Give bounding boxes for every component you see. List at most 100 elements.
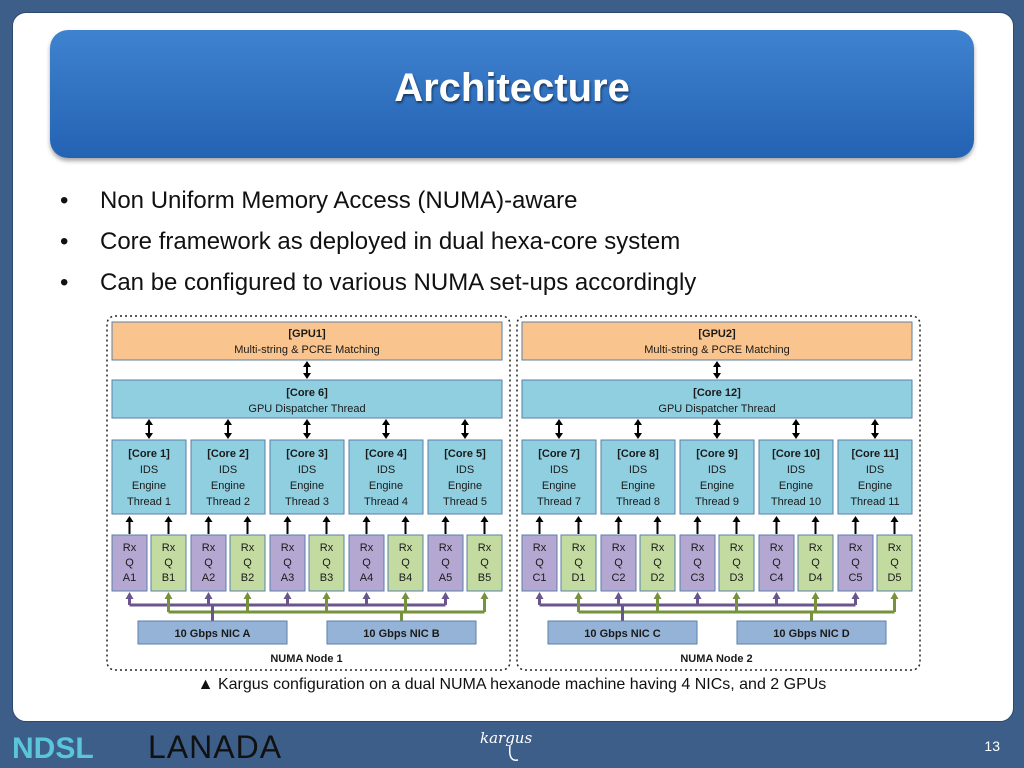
rx-queue-box bbox=[348, 534, 385, 592]
rx-queue-label: Q bbox=[401, 557, 410, 569]
rxq-core-arrow-head bbox=[401, 516, 410, 522]
gpu-dispatcher-arrow-head-bottom bbox=[713, 373, 721, 379]
page-number: 13 bbox=[984, 738, 1000, 754]
core-title: [Core 10] bbox=[772, 448, 820, 460]
nic-box bbox=[137, 620, 288, 645]
core-line: Thread 1 bbox=[127, 496, 171, 508]
rx-queue-box bbox=[837, 534, 874, 592]
nic-label: 10 Gbps NIC D bbox=[773, 628, 849, 640]
rx-queue-label: D3 bbox=[729, 572, 743, 584]
core-line: Thread 3 bbox=[285, 496, 329, 508]
rx-queue-label: Q bbox=[653, 557, 662, 569]
rxq-core-arrow-head bbox=[362, 516, 371, 522]
core-title: [Core 3] bbox=[286, 448, 328, 460]
rxq-core-arrow-head bbox=[441, 516, 450, 522]
core-line: Thread 7 bbox=[537, 496, 581, 508]
kargus-logo: kargus bbox=[480, 729, 532, 747]
rx-queue-box bbox=[679, 534, 716, 592]
nic-a-drop-head bbox=[283, 592, 292, 599]
nic-b-drop-head bbox=[574, 592, 583, 599]
core-line: Engine bbox=[369, 480, 403, 492]
rx-queue-label: A3 bbox=[281, 572, 294, 584]
core-line: Engine bbox=[779, 480, 813, 492]
rx-queue-label: Rx bbox=[651, 542, 665, 554]
rx-queue-label: Rx bbox=[399, 542, 413, 554]
nic-b-drop-head bbox=[243, 592, 252, 599]
kargus-logo-wrap: kargus bbox=[480, 729, 532, 761]
core-dispatcher-arrow-head-top bbox=[382, 419, 390, 425]
core-dispatcher-arrow-head-top bbox=[224, 419, 232, 425]
figure-caption: ▲ Kargus configuration on a dual NUMA he… bbox=[197, 676, 827, 693]
nic-box bbox=[326, 620, 477, 645]
core-line: IDS bbox=[219, 464, 237, 476]
rx-queue-label: Rx bbox=[809, 542, 823, 554]
nic-label: 10 Gbps NIC A bbox=[175, 628, 251, 640]
numa-node-label: NUMA Node 2 bbox=[680, 653, 752, 665]
gpu-box bbox=[521, 321, 913, 361]
nic-a-drop-head bbox=[362, 592, 371, 599]
bullet-item: Can be configured to various NUMA set-up… bbox=[56, 268, 696, 309]
rx-queue-label: Q bbox=[811, 557, 820, 569]
core-line: Thread 2 bbox=[206, 496, 250, 508]
core-dispatcher-arrow-head-top bbox=[303, 419, 311, 425]
rx-queue-label: B5 bbox=[478, 572, 491, 584]
nic-a-drop-head bbox=[441, 592, 450, 599]
kargus-logo-hook bbox=[508, 745, 519, 761]
core-dispatcher-arrow-head-top bbox=[461, 419, 469, 425]
core-line: IDS bbox=[629, 464, 647, 476]
numa-node-label: NUMA Node 1 bbox=[270, 653, 342, 665]
rx-queue-label: D1 bbox=[571, 572, 585, 584]
rx-queue-label: Q bbox=[535, 557, 544, 569]
core-dispatcher-arrow-head-bottom bbox=[792, 433, 800, 439]
rxq-core-arrow-head bbox=[574, 516, 583, 522]
rx-queue-label: Q bbox=[890, 557, 899, 569]
core-dispatcher-arrow-head-bottom bbox=[555, 433, 563, 439]
core-line: Engine bbox=[211, 480, 245, 492]
rx-queue-box bbox=[150, 534, 187, 592]
core-line: Engine bbox=[858, 480, 892, 492]
core-line: Engine bbox=[621, 480, 655, 492]
core-dispatcher-arrow-head-top bbox=[713, 419, 721, 425]
rxq-core-arrow-head bbox=[204, 516, 213, 522]
rx-queue-label: C3 bbox=[690, 572, 704, 584]
gpu-subtitle: Multi-string & PCRE Matching bbox=[234, 344, 380, 356]
dispatcher-title: [Core 6] bbox=[286, 387, 328, 399]
core-line: IDS bbox=[866, 464, 884, 476]
core-line: Thread 5 bbox=[443, 496, 487, 508]
nic-b-drop-head bbox=[480, 592, 489, 599]
rx-queue-label: B4 bbox=[399, 572, 412, 584]
core-line: Engine bbox=[448, 480, 482, 492]
core-line: IDS bbox=[456, 464, 474, 476]
rx-queue-box bbox=[876, 534, 913, 592]
bullet-list: Non Uniform Memory Access (NUMA)-aware C… bbox=[56, 186, 696, 309]
nic-b-drop-head bbox=[401, 592, 410, 599]
nic-label: 10 Gbps NIC B bbox=[363, 628, 439, 640]
core-line: IDS bbox=[140, 464, 158, 476]
rx-queue-label: Rx bbox=[730, 542, 744, 554]
rx-queue-label: A1 bbox=[123, 572, 136, 584]
dispatcher-box bbox=[521, 379, 913, 419]
nic-a-drop-head bbox=[693, 592, 702, 599]
rxq-core-arrow-head bbox=[653, 516, 662, 522]
rx-queue-label: Rx bbox=[691, 542, 705, 554]
rx-queue-box bbox=[718, 534, 755, 592]
core-line: Thread 10 bbox=[771, 496, 821, 508]
core-title: [Core 4] bbox=[365, 448, 407, 460]
rx-queue-label: Rx bbox=[202, 542, 216, 554]
rx-queue-label: Q bbox=[362, 557, 371, 569]
dispatcher-subtitle: GPU Dispatcher Thread bbox=[248, 403, 365, 415]
rx-queue-label: Q bbox=[164, 557, 173, 569]
rx-queue-label: Rx bbox=[888, 542, 902, 554]
core-dispatcher-arrow-head-top bbox=[792, 419, 800, 425]
rx-queue-label: Q bbox=[125, 557, 134, 569]
core-line: Engine bbox=[542, 480, 576, 492]
rx-queue-label: Rx bbox=[478, 542, 492, 554]
nic-label: 10 Gbps NIC C bbox=[584, 628, 660, 640]
nic-a-drop-head bbox=[535, 592, 544, 599]
rx-queue-label: C1 bbox=[532, 572, 546, 584]
core-line: IDS bbox=[787, 464, 805, 476]
rx-queue-box bbox=[269, 534, 306, 592]
rx-queue-label: Q bbox=[322, 557, 331, 569]
nic-a-drop-head bbox=[772, 592, 781, 599]
rx-queue-label: Rx bbox=[533, 542, 547, 554]
